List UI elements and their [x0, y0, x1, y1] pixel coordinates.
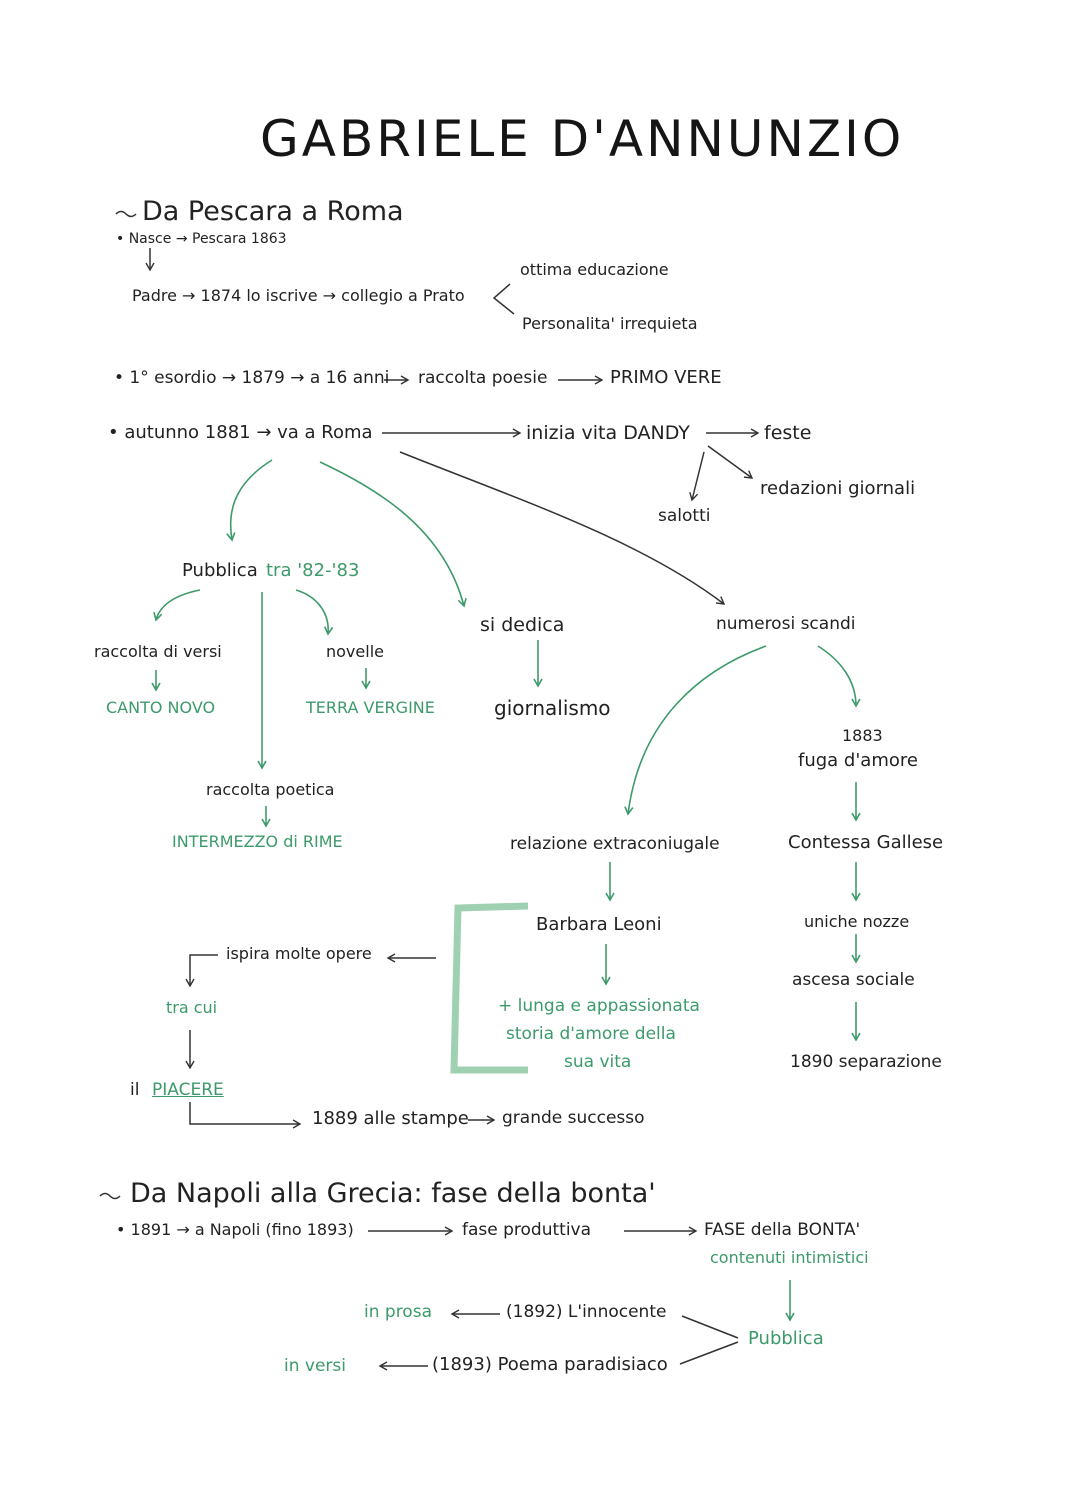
piacere-text: PIACERE	[152, 1080, 224, 1100]
personality-text: Personalita' irrequieta	[522, 314, 698, 333]
father-text: Padre → 1874 lo iscrive → collegio a Pra…	[132, 286, 465, 305]
innocente-text: (1892) L'innocente	[506, 1302, 667, 1322]
in-prosa-text: in prosa	[364, 1302, 432, 1322]
pubblica-years: tra '82-'83	[266, 560, 360, 581]
pubblica2-text: Pubblica	[748, 1328, 824, 1349]
novelle-text: novelle	[326, 642, 384, 661]
storia-line-1: + lunga e appassionata	[498, 996, 700, 1016]
primo-vere-text: PRIMO VERE	[610, 367, 722, 388]
raccolta-poetica-text: raccolta poetica	[206, 780, 335, 799]
ispira-text: ispira molte opere	[226, 944, 372, 963]
dandy-text: inizia vita DANDY	[526, 422, 690, 444]
section1-heading: Da Pescara a Roma	[142, 196, 404, 227]
section2-heading: Da Napoli alla Grecia: fase della bonta'	[130, 1178, 656, 1209]
feste-text: feste	[764, 422, 812, 444]
redazioni-text: redazioni giornali	[760, 478, 916, 499]
debut-text: • 1° esordio → 1879 → a 16 anni	[114, 368, 390, 388]
highlight-bracket	[450, 902, 529, 1074]
birth-text: • Nasce → Pescara 1863	[116, 231, 287, 247]
ascesa-text: ascesa sociale	[792, 970, 915, 990]
fase-bonta-text: FASE della BONTA'	[704, 1220, 861, 1240]
tra-cui-text: tra cui	[166, 998, 218, 1017]
nozze-text: uniche nozze	[804, 912, 910, 931]
storia-line-2: storia d'amore della	[506, 1024, 676, 1044]
scandali-text: numerosi scandi	[716, 614, 856, 634]
poema-text: (1893) Poema paradisiaco	[432, 1354, 668, 1375]
il-text: il	[130, 1080, 140, 1100]
education-text: ottima educazione	[520, 260, 669, 279]
autumn-text: • autunno 1881 → va a Roma	[108, 422, 373, 443]
salotti-text: salotti	[658, 506, 711, 526]
giornalismo-text: giornalismo	[494, 696, 611, 720]
separazione-text: 1890 separazione	[790, 1052, 942, 1072]
fuga-text: fuga d'amore	[798, 750, 918, 771]
section1-tilde-icon	[115, 210, 137, 218]
contenuti-text: contenuti intimistici	[710, 1248, 869, 1267]
page-title: GABRIELE D'ANNUNZIO	[260, 110, 905, 168]
relazione-text: relazione extraconiugale	[510, 834, 720, 854]
raccolta-versi-text: raccolta di versi	[94, 642, 222, 661]
canto-novo-text: CANTO NOVO	[106, 698, 216, 717]
contessa-text: Contessa Gallese	[788, 832, 944, 853]
prato-branch	[492, 283, 515, 315]
stampe-text: 1889 alle stampe	[312, 1108, 469, 1129]
section2-tilde-icon	[99, 1192, 121, 1200]
debut-collection-text: raccolta poesie	[418, 368, 548, 388]
barbara-text: Barbara Leoni	[536, 914, 662, 935]
napoli-text: • 1891 → a Napoli (fino 1893)	[116, 1220, 354, 1239]
in-versi-text: in versi	[284, 1356, 346, 1376]
successo-text: grande successo	[502, 1108, 645, 1128]
si-dedica-text: si dedica	[480, 614, 565, 636]
year-1883-text: 1883	[842, 726, 883, 745]
pubblica-label: Pubblica	[182, 560, 258, 581]
terra-vergine-text: TERRA VERGINE	[306, 698, 435, 717]
storia-line-3: sua vita	[564, 1052, 632, 1072]
intermezzo-text: INTERMEZZO di RIME	[172, 832, 343, 851]
fase-produttiva-text: fase produttiva	[462, 1220, 592, 1240]
